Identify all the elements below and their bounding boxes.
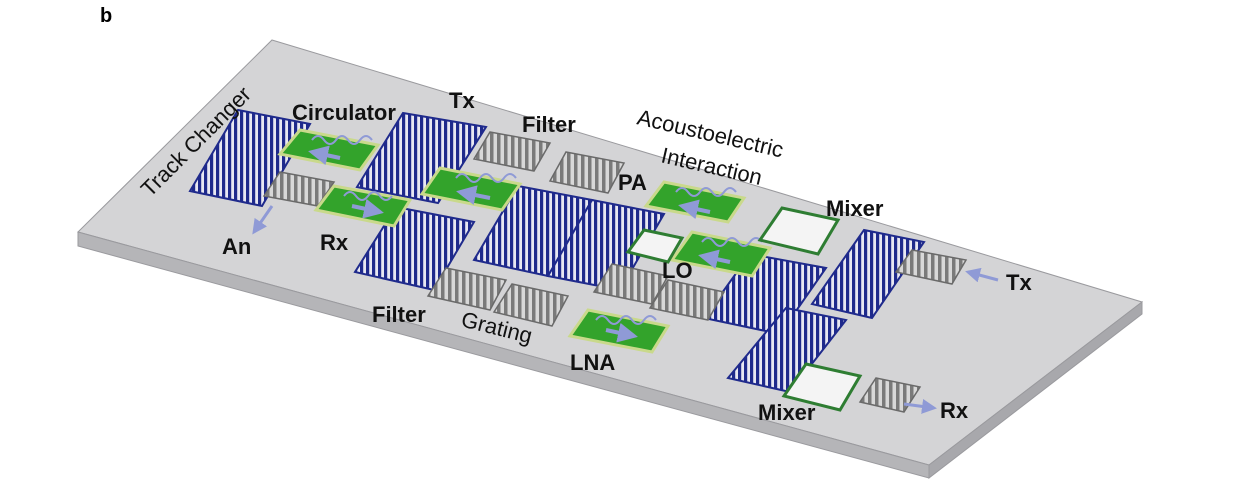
label-circulator: Circulator <box>292 100 396 125</box>
label-filter-top: Filter <box>522 112 576 137</box>
label-lo: LO <box>662 258 693 283</box>
mixer-bottom-block <box>781 362 863 412</box>
label-lna: LNA <box>570 350 615 375</box>
label-an: An <box>222 234 251 259</box>
idt-tx-top <box>355 111 488 205</box>
label-pa: PA <box>618 170 647 195</box>
label-filter-bottom: Filter <box>372 302 426 327</box>
gratings <box>262 131 968 413</box>
label-mixer-top: Mixer <box>826 196 884 221</box>
idt-mixer-top <box>810 228 926 320</box>
filter-bottom-a <box>426 267 508 311</box>
grating-bottom <box>492 283 570 327</box>
grating-tx-right <box>894 249 968 285</box>
substrate-right-side <box>928 300 1143 480</box>
mixers <box>625 206 863 412</box>
filter-top-b <box>548 151 626 194</box>
label-tx-right: Tx <box>1006 270 1032 295</box>
lo-block <box>625 228 685 264</box>
pad-lo-amp <box>669 230 773 278</box>
mixer-top-block <box>757 206 841 256</box>
panel-label: b <box>100 5 112 27</box>
label-rx-right: Rx <box>940 398 969 423</box>
label-tx-top: Tx <box>449 88 475 113</box>
label-rx-left: Rx <box>320 230 349 255</box>
label-mixer-bottom: Mixer <box>758 400 816 425</box>
filter-top-a <box>472 131 552 172</box>
idt-track-changer <box>188 108 312 208</box>
pad-arrows <box>308 145 731 343</box>
external-arrows <box>252 205 999 414</box>
wave-lines <box>311 135 763 325</box>
grating-lo-b <box>648 279 726 321</box>
